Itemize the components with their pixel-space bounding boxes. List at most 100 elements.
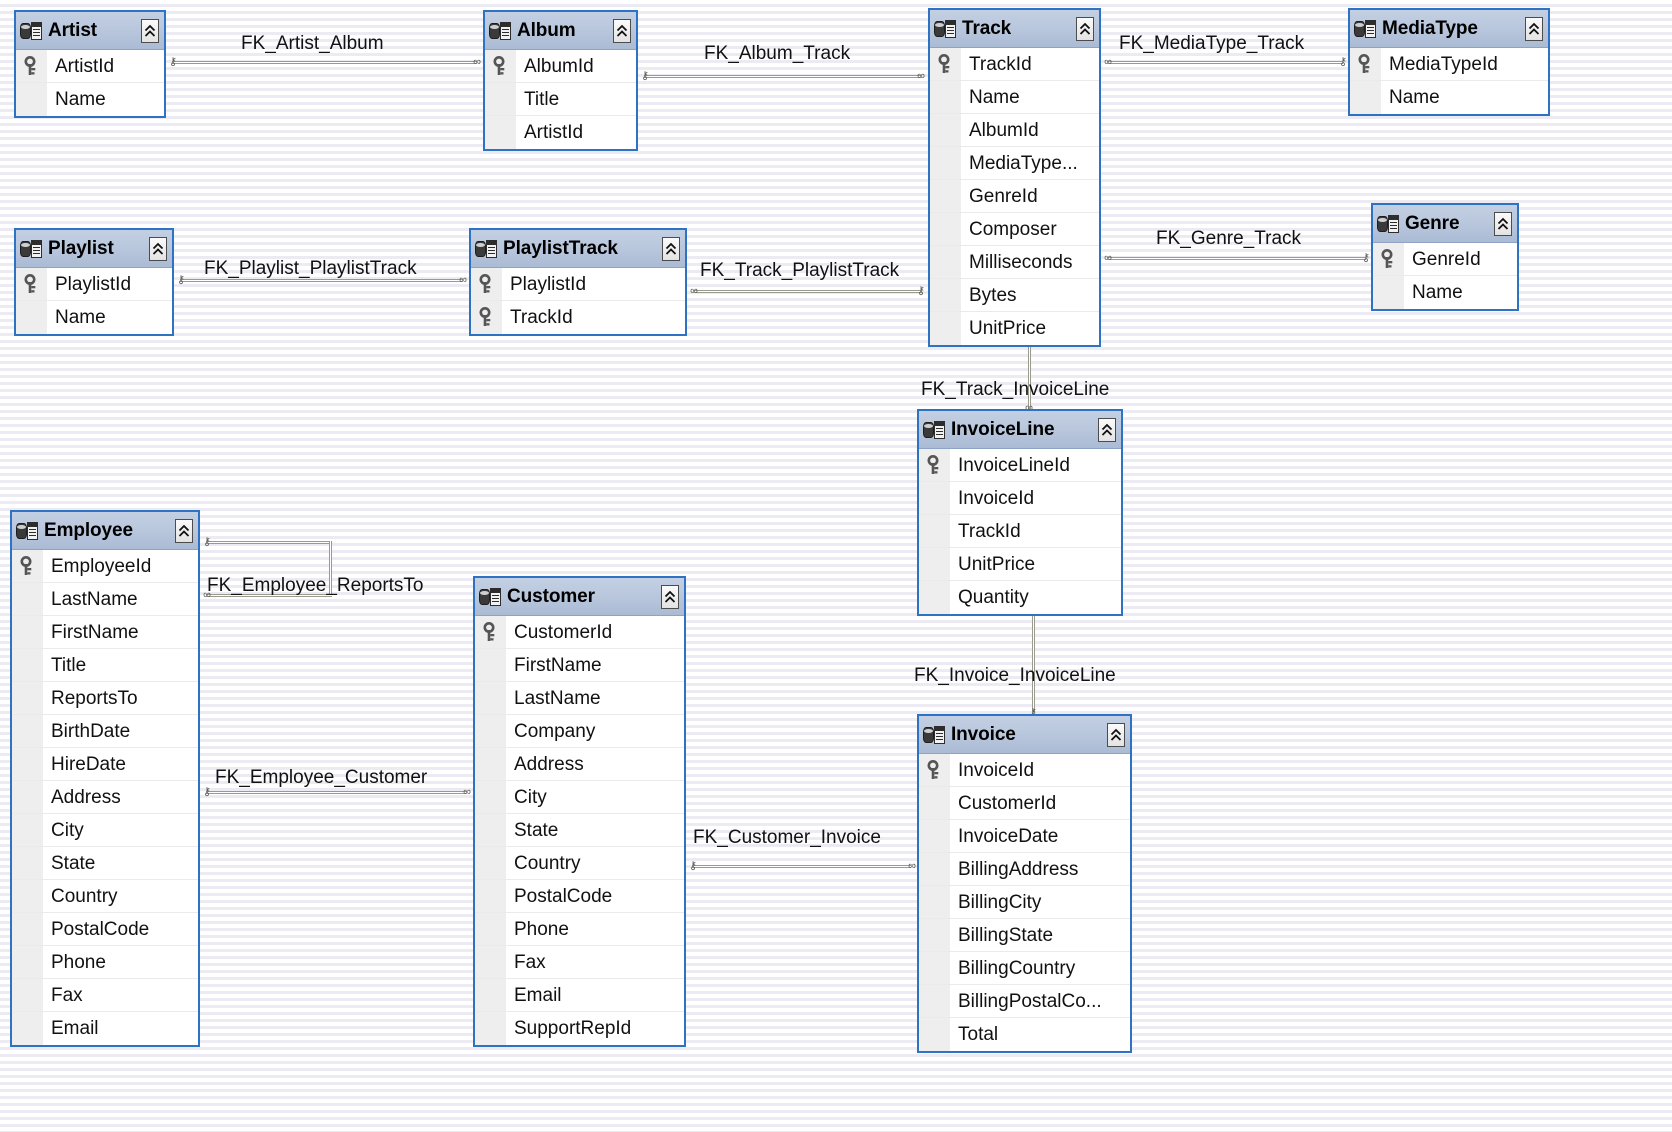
entity-field[interactable]: FirstName	[12, 616, 198, 649]
entity-field[interactable]: AlbumId	[930, 114, 1099, 147]
entity-header[interactable]: Employee	[12, 512, 198, 550]
entity-field[interactable]: InvoiceLineId	[919, 449, 1121, 482]
entity-field[interactable]: MediaType...	[930, 147, 1099, 180]
entity-field[interactable]: Bytes	[930, 279, 1099, 312]
entity-field[interactable]: UnitPrice	[919, 548, 1121, 581]
entity-header[interactable]: Customer	[475, 578, 684, 616]
entity-field[interactable]: InvoiceId	[919, 754, 1130, 787]
entity-field[interactable]: Company	[475, 715, 684, 748]
entity-field[interactable]: Country	[475, 847, 684, 880]
entity-field[interactable]: BillingCity	[919, 886, 1130, 919]
entity-header[interactable]: MediaType	[1350, 10, 1548, 48]
entity-header[interactable]: PlaylistTrack	[471, 230, 685, 268]
entity-field[interactable]: Title	[12, 649, 198, 682]
entity-field[interactable]: BirthDate	[12, 715, 198, 748]
relationship-label-fk_employee_customer[interactable]: FK_Employee_Customer	[215, 767, 428, 788]
relationship-label-fk_genre_track[interactable]: FK_Genre_Track	[1156, 228, 1302, 249]
relationship-label-fk_invoice_invoiceline[interactable]: FK_Invoice_InvoiceLine	[914, 665, 1116, 686]
entity-field[interactable]: Name	[1350, 81, 1548, 114]
entity-field[interactable]: Title	[485, 83, 636, 116]
entity-field[interactable]: Composer	[930, 213, 1099, 246]
entity-field[interactable]: LastName	[12, 583, 198, 616]
chevron-double-up-icon[interactable]	[661, 584, 679, 609]
entity-field[interactable]: BillingPostalCo...	[919, 985, 1130, 1018]
relationship-label-fk_album_track[interactable]: FK_Album_Track	[704, 43, 851, 64]
chevron-double-up-icon[interactable]	[1098, 417, 1116, 442]
entity-field[interactable]: InvoiceId	[919, 482, 1121, 515]
chevron-double-up-icon[interactable]	[1525, 16, 1543, 41]
relationship-label-fk_track_playlisttrack[interactable]: FK_Track_PlaylistTrack	[700, 260, 900, 281]
chevron-double-up-icon[interactable]	[1107, 722, 1125, 747]
chevron-double-up-icon[interactable]	[662, 236, 680, 261]
entity-field[interactable]: Phone	[12, 946, 198, 979]
entity-field[interactable]: BillingAddress	[919, 853, 1130, 886]
entity-field[interactable]: GenreId	[930, 180, 1099, 213]
entity-field[interactable]: GenreId	[1373, 243, 1517, 276]
relationship-label-fk_playlist_playlisttrack[interactable]: FK_Playlist_PlaylistTrack	[204, 258, 417, 279]
entity-field[interactable]: LastName	[475, 682, 684, 715]
relationship-label-fk_customer_invoice[interactable]: FK_Customer_Invoice	[693, 827, 881, 848]
entity-header[interactable]: Track	[930, 10, 1099, 48]
chevron-double-up-icon[interactable]	[175, 518, 193, 543]
entity-field[interactable]: City	[475, 781, 684, 814]
entity-field[interactable]: Name	[1373, 276, 1517, 309]
entity-field[interactable]: TrackId	[930, 48, 1099, 81]
entity-field[interactable]: Fax	[12, 979, 198, 1012]
relationship-label-fk_mediatype_track[interactable]: FK_MediaType_Track	[1119, 33, 1305, 54]
entity-field[interactable]: EmployeeId	[12, 550, 198, 583]
entity-header[interactable]: Genre	[1373, 205, 1517, 243]
entity-field[interactable]: Milliseconds	[930, 246, 1099, 279]
entity-field[interactable]: Total	[919, 1018, 1130, 1051]
entity-field[interactable]: PostalCode	[12, 913, 198, 946]
entity-header[interactable]: Artist	[16, 12, 164, 50]
chevron-double-up-icon[interactable]	[149, 236, 167, 261]
entity-field[interactable]: State	[12, 847, 198, 880]
entity-header[interactable]: Playlist	[16, 230, 172, 268]
entity-field[interactable]: ArtistId	[16, 50, 164, 83]
entity-field[interactable]: TrackId	[471, 301, 685, 334]
entity-field[interactable]: Quantity	[919, 581, 1121, 614]
entity-field[interactable]: PlaylistId	[16, 268, 172, 301]
chevron-double-up-icon[interactable]	[1076, 16, 1094, 41]
entity-field[interactable]: Address	[12, 781, 198, 814]
entity-field[interactable]: Email	[12, 1012, 198, 1045]
entity-field[interactable]: Name	[930, 81, 1099, 114]
entity-field[interactable]: PlaylistId	[471, 268, 685, 301]
entity-field[interactable]: Country	[12, 880, 198, 913]
entity-field[interactable]: City	[12, 814, 198, 847]
entity-field[interactable]: Phone	[475, 913, 684, 946]
entity-field[interactable]: HireDate	[12, 748, 198, 781]
entity-field[interactable]: Name	[16, 83, 164, 116]
entity-field[interactable]: CustomerId	[919, 787, 1130, 820]
entity-field[interactable]: CustomerId	[475, 616, 684, 649]
entity-field[interactable]: State	[475, 814, 684, 847]
entity-field[interactable]: FirstName	[475, 649, 684, 682]
entity-field[interactable]: UnitPrice	[930, 312, 1099, 345]
entity-field[interactable]: BillingState	[919, 919, 1130, 952]
entity-header[interactable]: Invoice	[919, 716, 1130, 754]
chevron-double-up-icon[interactable]	[141, 18, 159, 43]
chevron-double-up-icon[interactable]	[1494, 211, 1512, 236]
entity-field[interactable]: Address	[475, 748, 684, 781]
relationship-label-fk_artist_album[interactable]: FK_Artist_Album	[241, 33, 384, 54]
entity-field[interactable]: ReportsTo	[12, 682, 198, 715]
entity-header[interactable]: InvoiceLine	[919, 411, 1121, 449]
relationship-label-fk_track_invoiceline[interactable]: FK_Track_InvoiceLine	[921, 379, 1110, 400]
entity-field[interactable]: BillingCountry	[919, 952, 1130, 985]
entity-field[interactable]: Name	[16, 301, 172, 334]
entity-field[interactable]: PostalCode	[475, 880, 684, 913]
entity-field[interactable]: ArtistId	[485, 116, 636, 149]
entity-field[interactable]: InvoiceDate	[919, 820, 1130, 853]
